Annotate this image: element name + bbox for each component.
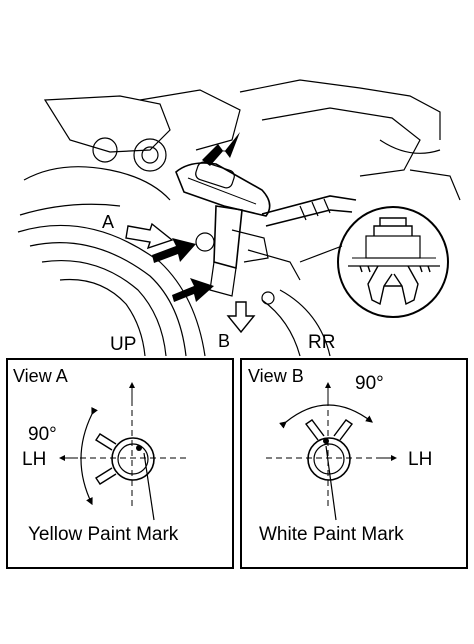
view-b-arrow <box>226 301 256 334</box>
view-a-angle: 90° <box>28 424 57 445</box>
view-b-direction: LH <box>408 449 432 470</box>
clip-detail-circle <box>337 206 449 318</box>
engine-illustration <box>17 79 461 357</box>
label-b: B <box>218 331 230 351</box>
view-a-panel: View A 90° LH Yellow Paint Mark <box>6 358 234 569</box>
view-b-angle: 90° <box>355 373 384 394</box>
view-a-direction: LH <box>22 449 46 470</box>
label-a: A <box>102 212 114 232</box>
view-a-arrow <box>125 222 174 250</box>
view-a-callout: Yellow Paint Mark <box>28 524 179 545</box>
indicator-arrows <box>152 132 240 302</box>
view-b-title: View B <box>248 366 304 386</box>
label-rr: RR <box>308 332 335 353</box>
label-up: UP <box>110 334 136 355</box>
arrow-lower-solid <box>172 278 214 302</box>
view-a-title: View A <box>13 366 68 386</box>
yellow-paint-mark <box>136 445 142 451</box>
view-b-callout: White Paint Mark <box>259 524 404 545</box>
white-paint-mark <box>323 438 329 444</box>
view-b-panel: View B 90° LH White Paint Mark <box>240 358 468 569</box>
arrow-left-solid <box>152 238 196 263</box>
arrow-top-solid <box>202 132 240 166</box>
view-arrows <box>125 222 256 334</box>
